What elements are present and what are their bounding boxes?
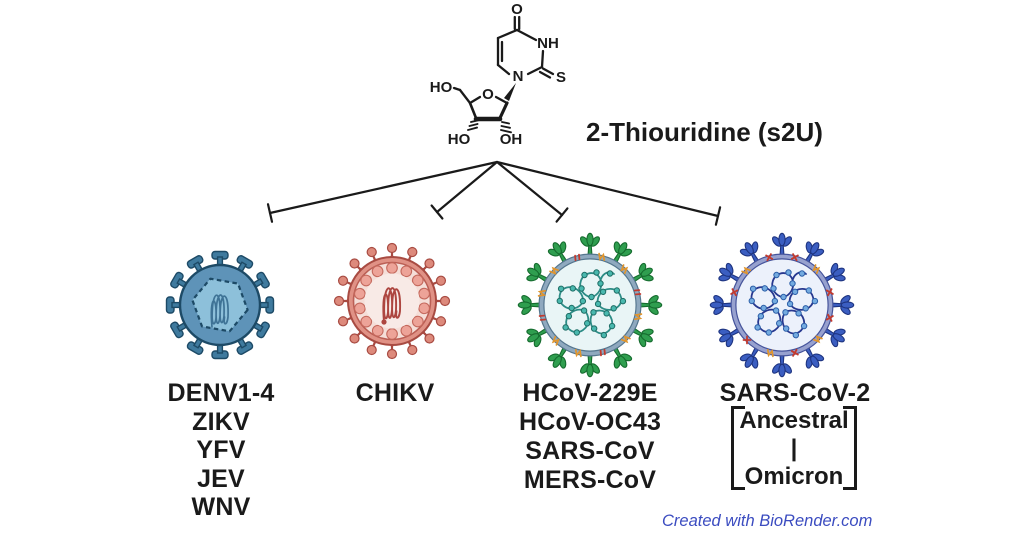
variant-bracket: Ancestral | Omicron bbox=[731, 406, 857, 490]
molecule-name: 2-Thiouridine (s2U) bbox=[586, 117, 823, 147]
thione-s-label: S bbox=[556, 69, 566, 86]
ribose-o-label: O bbox=[482, 86, 494, 103]
virus-label: WNV bbox=[191, 493, 251, 521]
oh-2prime-label: OH bbox=[500, 131, 523, 148]
virus-label: SARS-CoV bbox=[525, 437, 655, 465]
carbonyl-o-label: O bbox=[511, 1, 523, 18]
flavivirus-virion-icon bbox=[165, 250, 275, 360]
biorender-credit: Created with BioRender.com bbox=[662, 512, 873, 530]
variant-separator: | bbox=[790, 435, 798, 462]
virus-group-flavivirus-labels: DENV1-4 ZIKV YFV JEV WNV bbox=[131, 379, 311, 522]
virus-group-coronavirus-labels: HCoV-229E HCoV-OC43 SARS-CoV MERS-CoV bbox=[495, 379, 685, 495]
virus-label: SARS-CoV-2 bbox=[719, 379, 871, 407]
n3h-label: NH bbox=[537, 35, 559, 52]
virus-label: ZIKV bbox=[192, 407, 250, 436]
virus-group-sars-cov-2-label: SARS-CoV-2 bbox=[700, 379, 890, 408]
coronavirus-blue-virion-icon bbox=[709, 232, 855, 378]
virus-label: HCoV-229E bbox=[522, 379, 658, 407]
n1-label: N bbox=[513, 68, 524, 85]
variant-label-bottom: Omicron bbox=[744, 463, 844, 490]
2-thiouridine-structure: O NH S N O HO HO OH bbox=[430, 1, 566, 148]
ho-3prime-label: HO bbox=[448, 131, 471, 148]
virus-label: HCoV-OC43 bbox=[518, 408, 662, 436]
virus-group-alphavirus-labels: CHIKV bbox=[315, 379, 475, 408]
chikv-capsid-ring bbox=[353, 262, 431, 340]
inhibition-lines bbox=[266, 160, 722, 226]
virus-label: CHIKV bbox=[355, 379, 435, 407]
coronavirus-green-virion-icon bbox=[517, 232, 663, 378]
virus-label: DENV1-4 bbox=[167, 379, 275, 407]
virus-label: JEV bbox=[197, 464, 245, 493]
alphavirus-virion-icon bbox=[333, 242, 451, 360]
virus-label: YFV bbox=[196, 436, 246, 464]
variant-label-top: Ancestral bbox=[739, 407, 849, 434]
virus-label: MERS-CoV bbox=[523, 466, 657, 494]
ho-5prime-label: HO bbox=[430, 79, 453, 96]
